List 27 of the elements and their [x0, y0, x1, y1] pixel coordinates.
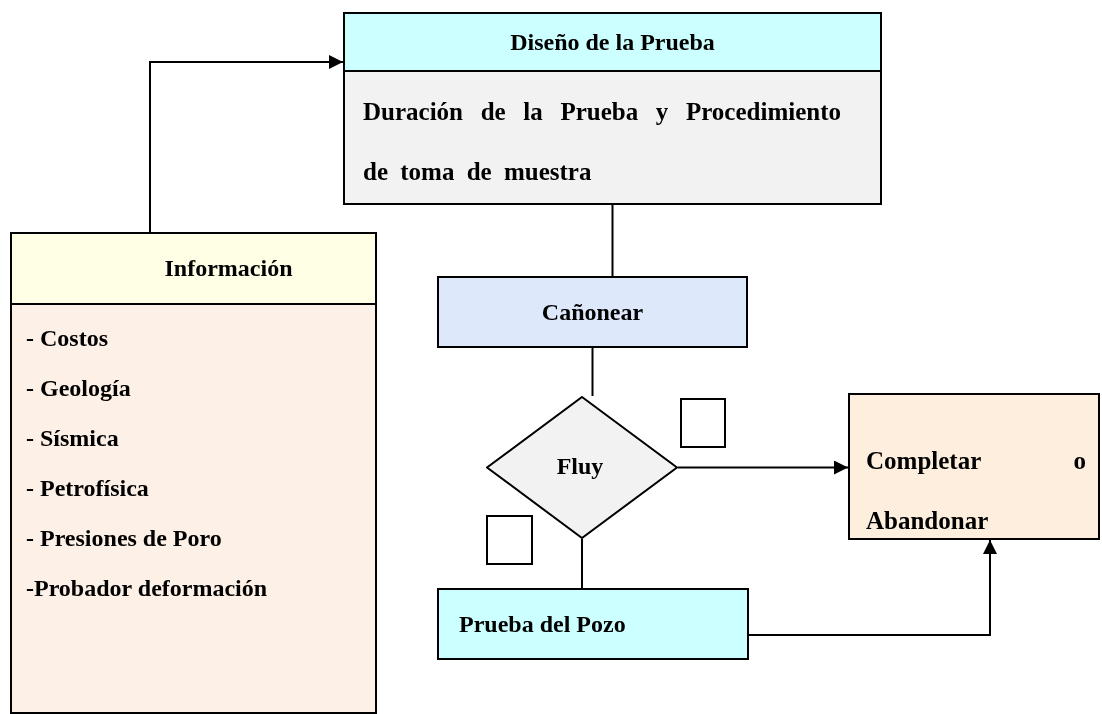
list-item: - Presiones de Poro — [26, 524, 223, 553]
list-item: - Petrofísica — [26, 474, 150, 503]
connector-line — [611, 204, 614, 277]
process-box — [437, 588, 749, 660]
list-item: - Sísmica — [26, 424, 120, 453]
empty-box — [680, 398, 726, 448]
box-label: Prueba del Pozo — [459, 610, 627, 639]
process-box — [848, 393, 1100, 540]
information-box — [10, 232, 377, 714]
arrow — [748, 539, 997, 636]
box-label: Cañonear — [540, 298, 645, 327]
decision-label: Fluy — [555, 452, 605, 481]
empty-box — [486, 515, 533, 565]
arrow — [677, 460, 849, 475]
process-box — [343, 12, 882, 205]
list-item: - Geología — [26, 374, 132, 403]
decision-diamond — [486, 396, 678, 539]
box-heading: Diseño de la Prueba — [345, 14, 880, 72]
box-heading: Información — [12, 234, 375, 305]
connector-line — [581, 538, 583, 589]
connector-line — [591, 347, 594, 397]
process-box — [437, 276, 748, 348]
list-item: - Costos — [26, 324, 109, 353]
box-label: Completar o Abandonar — [866, 446, 1086, 536]
box-body-text: Duración de la Prueba y Procedimiento de toma de muestra — [363, 97, 841, 187]
arrow — [149, 55, 344, 233]
list-item: -Probador deformación — [26, 574, 269, 603]
